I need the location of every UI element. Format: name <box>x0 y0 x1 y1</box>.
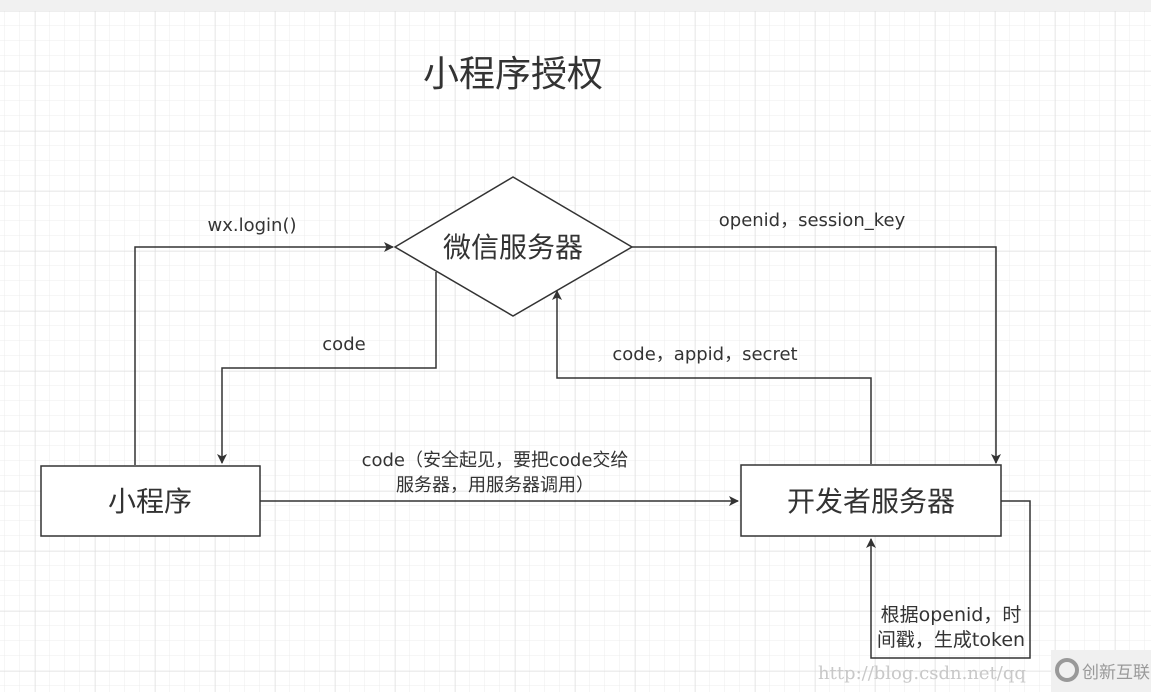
node-developer-server-label: 开发者服务器 <box>787 485 955 518</box>
label-token-1: 根据openid，时 <box>881 604 1022 626</box>
watermark-logo-icon <box>1055 658 1079 682</box>
canvas-top-bar <box>0 0 1151 11</box>
node-developer-server <box>740 464 1002 537</box>
node-wechat-server-label: 微信服务器 <box>443 231 583 264</box>
watermark-logo-bg <box>1051 650 1151 692</box>
label-code-appid-secret: code，appid，secret <box>612 344 797 365</box>
label-code-to-server-2: 服务器，用服务器调用） <box>396 475 594 496</box>
edge-login <box>134 242 394 465</box>
edge-openid-session <box>632 246 1001 464</box>
label-code: code <box>322 334 365 355</box>
diagram-title: 小程序授权 <box>423 54 603 95</box>
label-login: wx.login() <box>208 215 297 236</box>
edge-code-return <box>217 272 437 464</box>
watermark-url: http://blog.csdn.net/qq <box>818 663 1026 684</box>
node-wechat-server <box>393 176 634 317</box>
watermark-logo-text: 创新互联 <box>1082 663 1150 683</box>
label-token-2: 间戳，生成token <box>877 629 1025 651</box>
edge-token-loop <box>866 500 1031 659</box>
edge-code-appid-secret <box>552 290 872 464</box>
node-mini-program-label: 小程序 <box>108 485 192 518</box>
label-code-to-server-1: code（安全起见，要把code交给 <box>362 450 629 471</box>
node-mini-program <box>40 465 261 537</box>
grid-major <box>0 11 1151 692</box>
label-openid-session: openid，session_key <box>719 210 906 231</box>
